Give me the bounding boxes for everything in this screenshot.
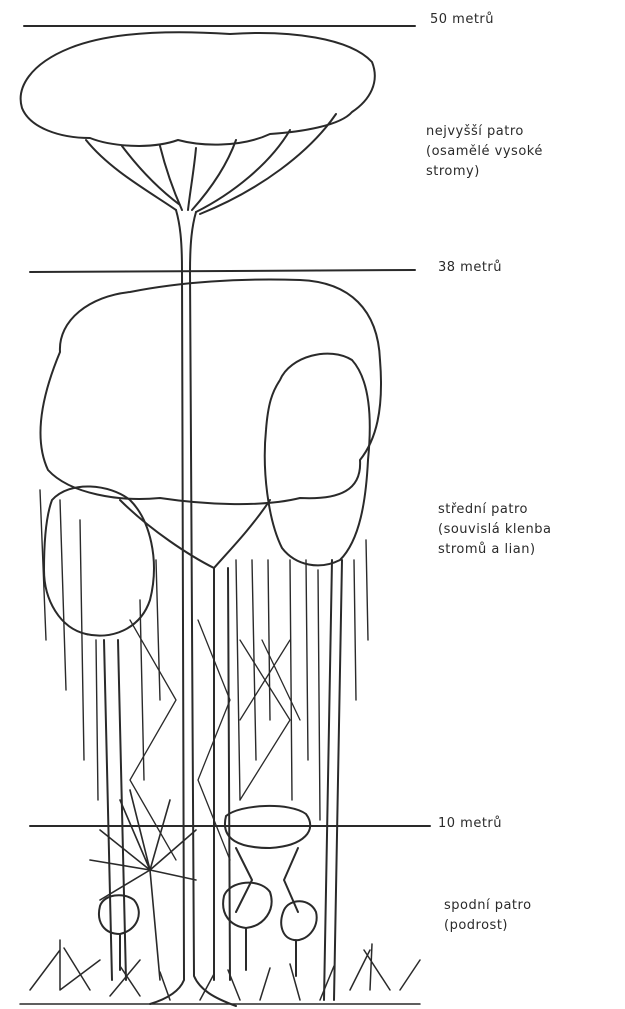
understory-shrub-round-right [281,901,316,976]
layer-middle-line-1: střední patro [438,500,551,520]
height-label-38m-text: 38 metrů [438,258,502,278]
emergent-tree-canopy [21,32,375,146]
middle-layer-canopy-large [40,280,381,505]
understory-shrub-round-left [99,895,139,970]
layer-bottom-line-1: spodní patro [444,896,532,916]
understory-shrub-center [225,806,310,912]
layer-label-top: nejvyšší patro (osamělé vysoké stromy) [426,122,543,182]
emergent-tree-trunk [150,210,236,1006]
understory-palm [90,790,196,980]
height-label-10m-text: 10 metrů [438,814,502,834]
liana-lines [40,490,368,820]
middle-layer-canopy-narrow [265,354,370,566]
height-line-38m [30,270,415,272]
height-label-50m-text: 50 metrů [430,10,494,30]
layer-top-line-1: nejvyšší patro [426,122,543,142]
layer-label-bottom: spodní patro (podrost) [444,896,532,936]
ground-vegetation [20,940,420,1004]
height-label-50m: 50 metrů [430,10,494,30]
emergent-tree-branches [86,114,336,214]
layer-top-line-2: (osamělé vysoké [426,142,543,162]
layer-middle-line-2: (souvislá klenba [438,520,551,540]
layer-top-line-3: stromy) [426,162,543,182]
height-label-38m: 38 metrů [438,258,502,278]
layer-bottom-line-2: (podrost) [444,916,532,936]
height-label-10m: 10 metrů [438,814,502,834]
layer-label-middle: střední patro (souvislá klenba stromů a … [438,500,551,560]
layer-middle-line-3: stromů a lian) [438,540,551,560]
